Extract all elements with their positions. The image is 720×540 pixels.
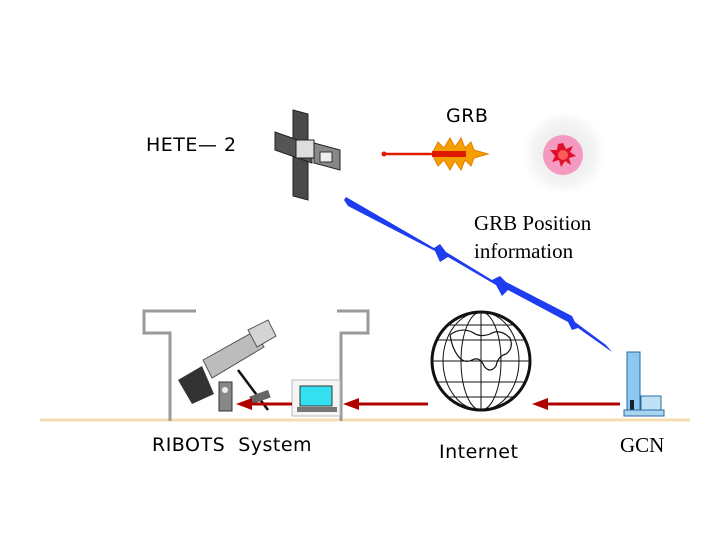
satellite-label: HETE— 2 — [146, 134, 237, 156]
laptop-icon — [291, 379, 341, 417]
grb-source-icon — [522, 111, 606, 195]
position-info-line1: GRB Position — [474, 211, 592, 235]
satellite-icon — [274, 109, 341, 201]
observatory-walls — [142, 309, 370, 421]
telescope-icon — [178, 319, 277, 412]
arrow-laptop-to-telescope — [236, 398, 292, 410]
ribots-label: RIBOTS System — [152, 434, 313, 456]
arrow-internet-to-laptop — [343, 398, 428, 410]
gcn-label: GCN — [620, 433, 665, 457]
position-info-line2: information — [474, 239, 574, 263]
signal-bolt-icon — [344, 197, 612, 352]
internet-label: Internet — [439, 441, 519, 463]
arrow-gcn-to-internet — [532, 398, 620, 410]
globe-icon — [430, 310, 532, 412]
gcn-server-icon — [623, 351, 665, 417]
grb-burst-icon — [381, 136, 490, 172]
grb-label: GRB — [446, 105, 489, 127]
